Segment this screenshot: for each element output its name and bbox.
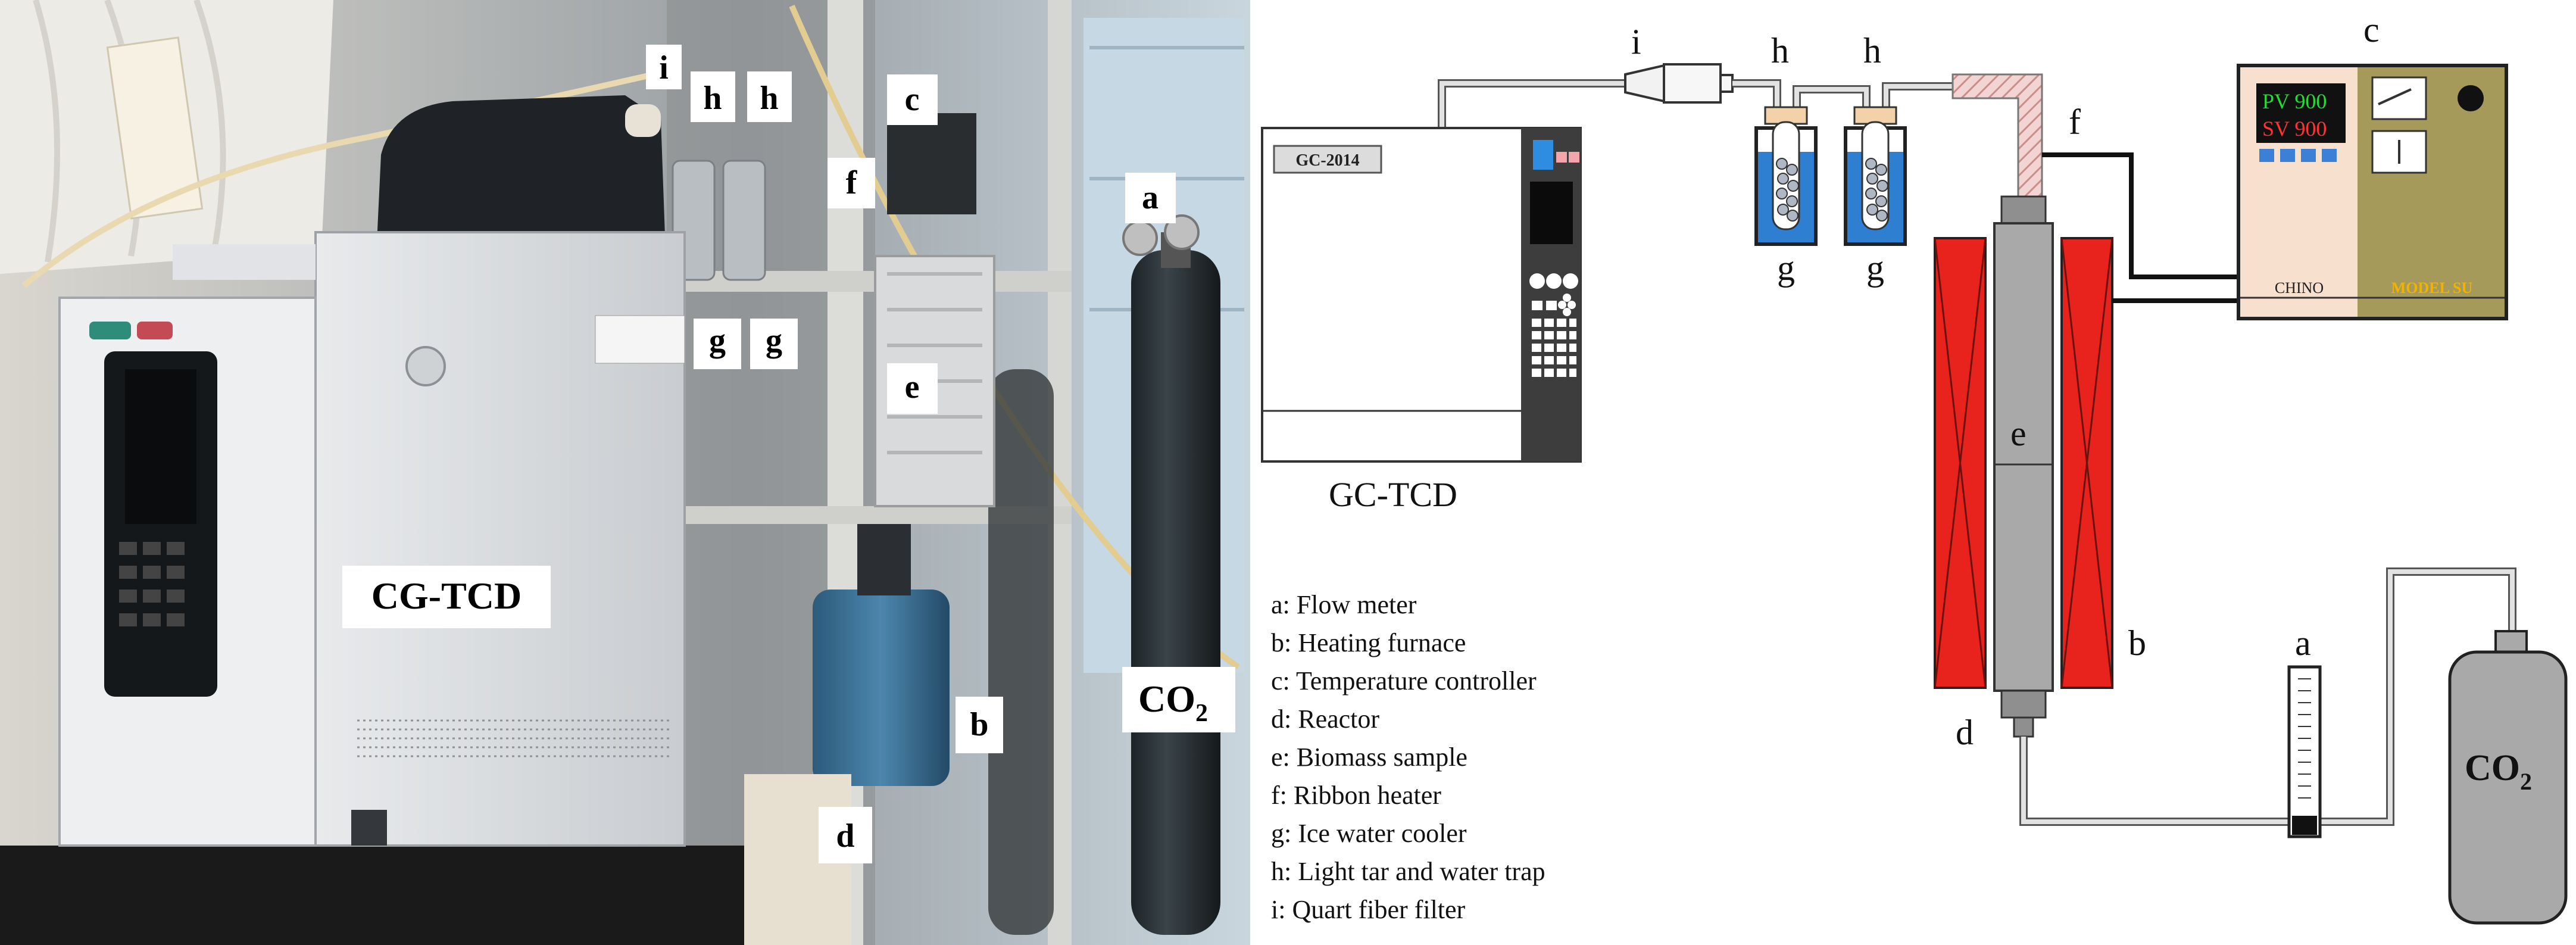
trap-cylinder-2 <box>722 160 766 281</box>
gc-title: GC-TCD <box>1329 475 1457 514</box>
legend-item: e: Biomass sample <box>1271 743 1467 772</box>
heating-furnace-left <box>1934 237 1987 689</box>
svg-text:c: c <box>905 81 920 118</box>
controller-model: MODEL SU <box>2391 279 2473 297</box>
photo-label-d: d <box>819 807 872 863</box>
photo-label-co2: CO2 <box>1122 667 1235 732</box>
trap-cooler-1 <box>1754 106 1818 246</box>
legend-item: f: Ribbon heater <box>1271 781 1441 810</box>
photo-label-main: CG-TCD <box>342 566 551 628</box>
label-c: c <box>2363 10 2380 49</box>
controller-brand: CHINO <box>2275 279 2324 297</box>
label-g2: g <box>1866 248 1884 288</box>
photo-label-i: i <box>646 45 682 89</box>
reactor-housing <box>813 590 950 786</box>
schematic-diagram: GC-2014 GC-TCD <box>1261 10 2568 925</box>
svg-text:d: d <box>836 818 854 854</box>
svg-text:e: e <box>905 369 920 406</box>
controller-sv: SV 900 <box>2262 117 2327 141</box>
legend-item: c: Temperature controller <box>1271 666 1537 696</box>
svg-text:f: f <box>846 164 858 201</box>
gc-tcd-instrument: GC-2014 <box>1261 127 1582 463</box>
heating-furnace-right <box>2060 237 2113 689</box>
svg-text:a: a <box>1142 179 1159 216</box>
svg-text:h: h <box>703 80 722 117</box>
label-g1: g <box>1777 248 1795 288</box>
legend-item: i: Quart fiber filter <box>1271 895 1466 924</box>
photo-label-g2: g <box>750 319 798 369</box>
photo-label-a: a <box>1125 173 1176 223</box>
ribbon-heater <box>1951 73 2043 198</box>
controller-wire-1 <box>2042 152 2241 279</box>
label-h2: h <box>1863 31 1881 70</box>
label-d: d <box>1956 713 1974 752</box>
legend: a: Flow meter b: Heating furnace c: Temp… <box>1271 590 1545 924</box>
photo-label-c: c <box>887 74 938 125</box>
photo-label-h2: h <box>747 71 792 122</box>
co2-cylinder-diagram: CO2 <box>2448 630 2568 925</box>
bench <box>0 846 774 945</box>
legend-item: h: Light tar and water trap <box>1271 857 1545 886</box>
label-a: a <box>2295 623 2311 663</box>
label-i: i <box>1631 22 1641 61</box>
quartz-fiber-filter <box>1624 63 1734 104</box>
label-f: f <box>2069 102 2081 142</box>
svg-text:g: g <box>766 322 782 359</box>
legend-item: a: Flow meter <box>1271 590 1417 619</box>
flow-meter <box>2287 665 2322 838</box>
label-b: b <box>2128 623 2146 663</box>
co2-label: CO2 <box>2465 748 2532 795</box>
photo-label-h1: h <box>691 71 735 122</box>
lab-setup-photo: i h h c f a g g e b d CG-TCD <box>0 0 1250 945</box>
controller-pv: PV 900 <box>2262 89 2327 113</box>
label-e: e <box>2010 414 2027 453</box>
temperature-controller: PV 900 SV 900 CHINO MODEL SU <box>2237 64 2508 320</box>
svg-text:CO2: CO2 <box>1138 678 1208 727</box>
gc-model-label: GC-2014 <box>1295 151 1359 170</box>
temp-controller <box>887 113 976 214</box>
svg-text:g: g <box>709 322 726 359</box>
reactor-column <box>1993 195 2054 738</box>
svg-text:CG-TCD: CG-TCD <box>371 575 522 617</box>
filter-body <box>625 104 661 137</box>
legend-item: g: Ice water cooler <box>1271 819 1467 848</box>
photo-label-f: f <box>828 158 875 208</box>
paper-note <box>106 36 204 220</box>
co2-cylinder <box>1131 250 1220 935</box>
svg-text:i: i <box>659 49 669 86</box>
legend-item: b: Heating furnace <box>1271 628 1466 657</box>
trap-cooler-2 <box>1844 106 1907 246</box>
gc-to-filter-tube <box>1438 79 1625 128</box>
photo-label-g1: g <box>694 319 741 369</box>
label-h1: h <box>1771 31 1789 70</box>
photo-label-b: b <box>956 697 1003 753</box>
photo-label-e: e <box>887 363 938 414</box>
svg-text:h: h <box>760 80 778 117</box>
legend-item: d: Reactor <box>1271 704 1379 734</box>
svg-text:b: b <box>970 706 988 743</box>
